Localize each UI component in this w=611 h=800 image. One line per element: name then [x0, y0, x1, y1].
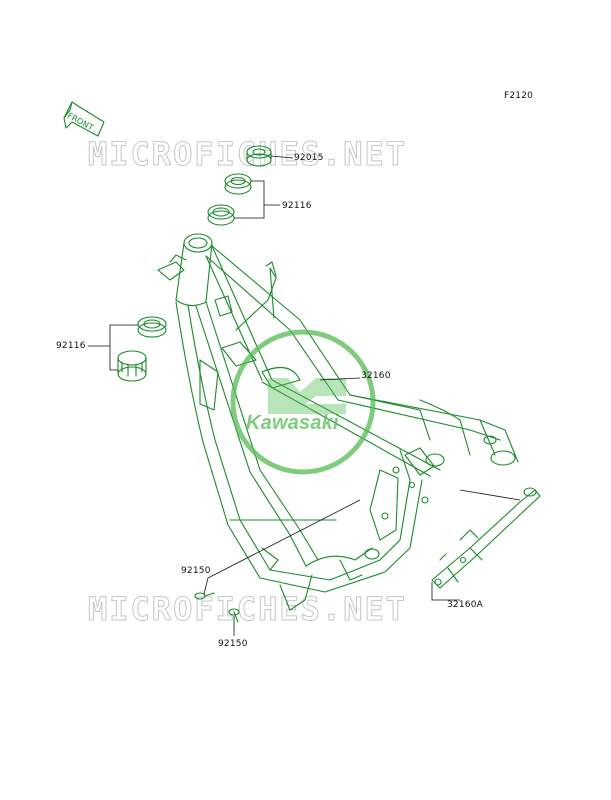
- callout-92015: 92015: [294, 153, 324, 163]
- watermark-bottom: MICROFICHES.NET: [88, 590, 407, 629]
- bolt-92150-b: [228, 608, 240, 623]
- leader-92015: [270, 155, 294, 159]
- callout-92116-top: 92116: [282, 201, 312, 211]
- callout-32160: 32160: [361, 371, 391, 381]
- callout-92150-a: 92150: [181, 566, 211, 576]
- leader-32160A: [431, 582, 460, 601]
- leader-32160: [319, 377, 361, 381]
- leader-32160-frame: [459, 489, 521, 501]
- leader-92116-left: [88, 324, 138, 371]
- main-frame: [157, 233, 519, 611]
- bolt-92150-a: [194, 592, 215, 600]
- top-bearing-parts: [207, 173, 252, 226]
- callout-32160A: 32160A: [447, 600, 483, 610]
- kawasaki-logo: [230, 329, 376, 475]
- logo-text: Kawasaki: [246, 412, 339, 434]
- callout-92116-left: 92116: [56, 341, 86, 351]
- lower-bearing-parts: [117, 316, 167, 382]
- leader-92150-a: [203, 499, 361, 595]
- stem-nut-part: [246, 145, 272, 167]
- front-arrow-icon: [63, 101, 105, 137]
- callout-92150-b: 92150: [218, 639, 248, 649]
- rear-subframe-32160A: [431, 487, 541, 589]
- figure-code: F2120: [504, 91, 534, 101]
- leader-92116-top: [234, 180, 280, 219]
